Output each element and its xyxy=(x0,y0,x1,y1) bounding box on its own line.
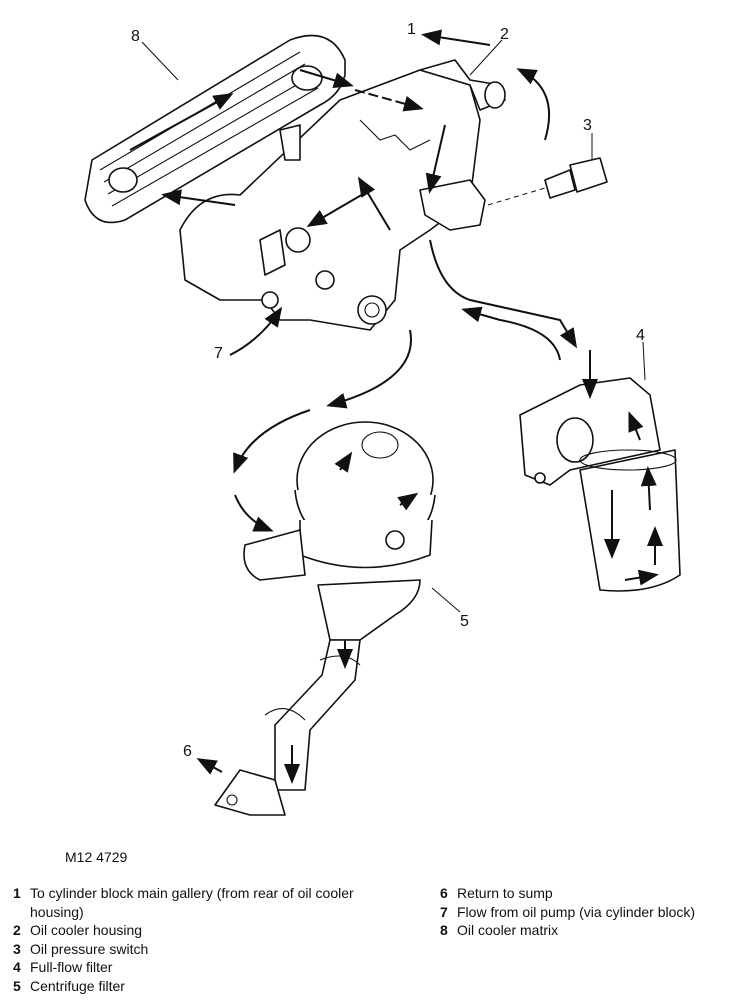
legend-text: Centrifuge filter xyxy=(30,977,125,994)
legend-text: Return to sump xyxy=(457,885,553,901)
legend-text: Oil cooler matrix xyxy=(457,922,559,938)
legend-number: 2 xyxy=(13,922,21,938)
legend-left: 1 To cylinder block main gallery (from re… xyxy=(13,884,393,995)
legend-text: Oil cooler housing xyxy=(30,922,143,938)
legend-item: 5 Centrifuge filter xyxy=(13,977,393,996)
legend-number: 4 xyxy=(13,959,21,975)
legend-item: 3 Oil pressure switch xyxy=(13,940,393,959)
legend-number: 3 xyxy=(13,940,21,957)
oil-pressure-switch xyxy=(487,157,608,206)
legend-item: 1 To cylinder block main gallery (from re… xyxy=(13,884,393,921)
legend-right: 6 Return to sump 7 Flow from oil pump (via… xyxy=(440,884,739,940)
callout-4: 4 xyxy=(636,327,645,344)
legend-number: 8 xyxy=(440,922,448,938)
callout-5: 5 xyxy=(460,613,469,630)
leader-lines xyxy=(141,39,646,613)
oil-system-diagram: 8 1 2 3 4 5 6 7 xyxy=(84,21,681,816)
centrifuge-filter xyxy=(243,421,436,641)
legend-text: Full-flow filter xyxy=(30,959,113,975)
callout-7: 7 xyxy=(214,345,223,362)
flow-arrows xyxy=(129,29,663,784)
callout-3: 3 xyxy=(583,117,592,134)
legend-item: 2 Oil cooler housing xyxy=(13,921,393,940)
legend-text: To cylinder block main gallery (from rea… xyxy=(30,885,354,920)
callout-6: 6 xyxy=(183,743,192,760)
legend-text: Flow from oil pump (via cylinder block) xyxy=(457,903,696,920)
callout-8: 8 xyxy=(131,28,140,45)
callout-1: 1 xyxy=(407,21,416,38)
callout-2: 2 xyxy=(500,26,509,43)
legend-number: 6 xyxy=(440,885,448,901)
legend-item: 6 Return to sump xyxy=(440,884,739,903)
figure-reference: M12 4729 xyxy=(65,849,128,865)
legend-text: Oil pressure switch xyxy=(30,940,149,957)
return-pipe xyxy=(214,639,361,816)
legend-item: 8 Oil cooler matrix xyxy=(440,921,739,940)
legend-item: 7 Flow from oil pump (via cylinder block) xyxy=(440,903,739,922)
oil-cooler-matrix xyxy=(84,34,346,224)
legend-number: 1 xyxy=(13,885,21,901)
legend-number: 5 xyxy=(13,977,21,994)
legend-number: 7 xyxy=(440,903,448,920)
legend-item: 4 Full-flow filter xyxy=(13,958,393,977)
